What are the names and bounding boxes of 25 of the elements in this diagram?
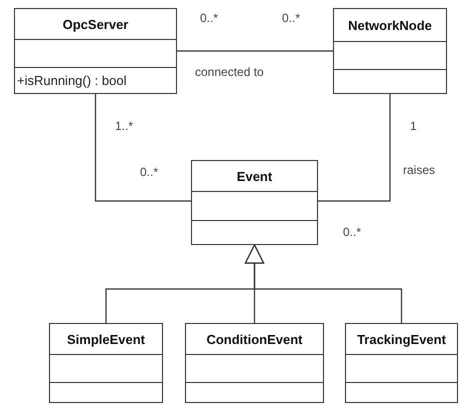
class-name: Event [236,168,272,184]
multiplicity-label: 1 [410,120,417,132]
association-line [94,94,191,202]
class-box [333,8,447,94]
edge-label: connected to [195,66,264,78]
edge-label: raises [403,164,436,176]
multiplicity-label: 0..* [200,12,218,24]
class-box [191,160,318,245]
class-name: ConditionEvent [206,332,303,346]
operation-text: +isRunning() : bool [17,73,126,88]
class-box [345,323,458,403]
class-name: TrackingEvent [357,332,446,346]
multiplicity-label: 0..* [343,226,362,238]
association-line [318,94,391,202]
multiplicity-label: 0..* [282,12,300,24]
class-name: SimpleEvent [66,332,146,346]
class-box [49,323,163,403]
class-box [14,8,177,94]
association-line [177,50,333,52]
class-name: OpcServer [62,16,128,32]
generalization-arrow [244,244,402,323]
multiplicity-label: 0..* [140,166,158,178]
class-name: NetworkNode [348,18,432,32]
multiplicity-label: 1..* [115,120,134,132]
class-box [185,323,324,403]
